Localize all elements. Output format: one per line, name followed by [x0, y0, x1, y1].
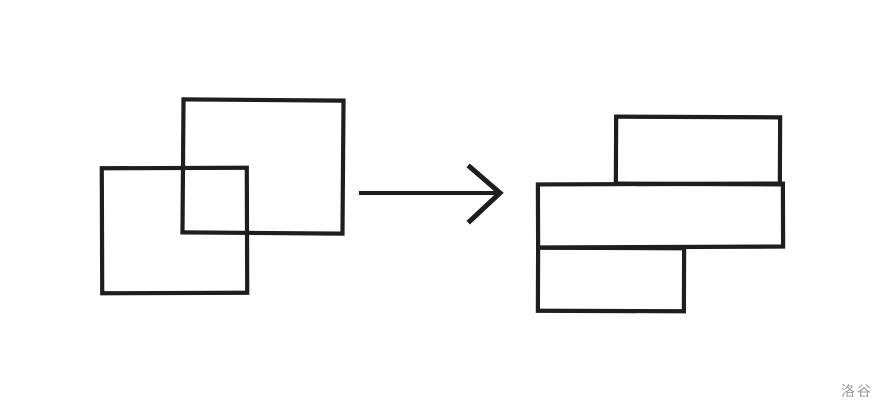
- three-sliced-rectangles: [535, 114, 786, 314]
- right-bottom-rect: [535, 245, 687, 314]
- arrow-head: [466, 163, 504, 225]
- watermark-text: 洛谷: [841, 383, 873, 399]
- transform-arrow: [359, 163, 504, 225]
- left-small-rect: [99, 165, 250, 296]
- right-middle-rect: [535, 181, 786, 250]
- right-top-rect: [613, 114, 783, 187]
- two-overlapping-rectangles: [99, 97, 346, 296]
